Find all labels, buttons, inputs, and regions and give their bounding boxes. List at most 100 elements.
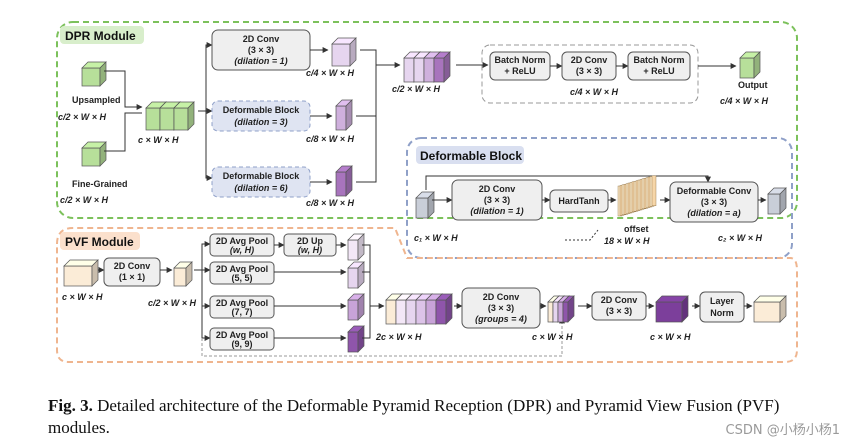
watermark: CSDN @小杨小杨1	[725, 423, 840, 438]
pvf-pool1-line1: 2D Avg Pool	[216, 236, 268, 246]
pvf-cat-dim: 2c × W × H	[375, 332, 422, 342]
pvf-pool2-block	[209, 261, 275, 285]
dpr-deform2-title: Deformable Block	[223, 171, 301, 181]
dpr-bn2-block	[627, 51, 691, 81]
fine-grained-cube	[81, 141, 107, 167]
branch3-dim: c/8 × W × H	[306, 198, 355, 208]
hardtanh-label: HardTanh	[558, 196, 599, 206]
deformable-conv-block	[669, 181, 759, 223]
pvf-conv1-block	[103, 257, 161, 287]
dpr-bn2-line2: + ReLU	[643, 66, 674, 76]
pvf-up-line1: 2D Up	[297, 236, 324, 246]
concat-dim: c × W × H	[138, 135, 179, 145]
dpr-deform1-title: Deformable Block	[223, 105, 301, 115]
dpr-concat-cube-purple	[403, 51, 451, 83]
dpr-module-title: DPR Module	[65, 29, 136, 43]
dpr-bn2-line1: Batch Norm	[633, 55, 684, 65]
pvf-input-cube	[63, 259, 99, 287]
pvf-pool1-line2: (w, H)	[230, 245, 254, 255]
deform-in-dim: c₁ × W × H	[414, 233, 458, 243]
figure-caption: Fig. 3. Detailed architecture of the Def…	[48, 395, 808, 439]
pvf-output-cube	[753, 295, 787, 323]
dpr-conv-chain-frame	[481, 44, 699, 104]
layer-norm-line1: Layer	[710, 296, 735, 306]
deform-title-bg	[416, 146, 524, 164]
pvf-conv1-kernel: (1 × 1)	[119, 272, 145, 282]
pvf-pool2-line2: (5, 5)	[231, 273, 252, 283]
pvf-module-title: PVF Module	[65, 235, 134, 249]
layer-norm-block	[699, 291, 745, 323]
offset-slab	[651, 175, 657, 207]
pvf-module-frame	[56, 227, 798, 363]
dpr-bn1-line2: + ReLU	[504, 66, 535, 76]
branch2-cube	[335, 99, 353, 131]
dpr-output-dim: c/4 × W × H	[720, 96, 769, 106]
pvf-pool3-block	[209, 295, 275, 319]
pvf-branch3-cube	[347, 293, 365, 321]
dpr-deform-block-2	[211, 166, 311, 198]
fine-grained-dim: c/2 × W × H	[60, 195, 109, 205]
deform-input-cube	[415, 191, 435, 219]
pvf-gconv-line2: (3 × 3)	[488, 303, 514, 313]
pvf-out3-cube	[655, 295, 689, 323]
pvf-conv3-line1: 2D Conv	[601, 295, 638, 305]
pvf-gconv-block	[461, 287, 541, 329]
deform-module-title: Deformable Block	[420, 149, 522, 163]
dpr-conv-title: 2D Conv	[243, 34, 280, 44]
dpr-deform-block-1	[211, 100, 311, 132]
pvf-gconv-line3: (groups = 4)	[475, 314, 527, 324]
pvf-title-bg	[60, 232, 140, 250]
branch3-cube	[335, 165, 353, 197]
pvf-pool3-line2: (7, 7)	[231, 307, 252, 317]
upsampled-label: Upsampled	[72, 95, 121, 105]
hardtanh-block	[549, 189, 609, 213]
deform-output-cube	[767, 187, 787, 215]
pvf-out3-dim: c × W × H	[650, 332, 691, 342]
pvf-pool4-line1: 2D Avg Pool	[216, 330, 268, 340]
caption-text: Detailed architecture of the Deformable …	[48, 396, 780, 437]
deform-conv-title: 2D Conv	[479, 184, 516, 194]
dpr-conv2-line1: 2D Conv	[571, 55, 608, 65]
branch1-cube	[331, 37, 357, 67]
pvf-conv3-line2: (3 × 3)	[606, 306, 632, 316]
pvf-conv1-title: 2D Conv	[114, 261, 151, 271]
pvf-pool4-line2: (9, 9)	[231, 339, 252, 349]
pvf-concat-cube	[385, 293, 453, 325]
pvf-branch2-cube	[347, 261, 365, 289]
dpr-deform2-dilation: (dilation = 6)	[234, 183, 287, 193]
pvf-branch4-cube	[347, 325, 365, 353]
dpr-output-cube	[739, 51, 761, 79]
pvf-pool3-line1: 2D Avg Pool	[216, 298, 268, 308]
pvf-up-line2: (w, H)	[298, 245, 322, 255]
dpr-conv-kernel: (3 × 3)	[248, 45, 274, 55]
pvf-pool4-block	[209, 327, 275, 351]
pvf-half-cube	[173, 261, 193, 287]
offset-feature-stack	[617, 175, 657, 217]
pvf-half-dim: c/2 × W × H	[148, 298, 197, 308]
offset-label: offset	[624, 224, 649, 234]
pvf-pool2-line1: 2D Avg Pool	[216, 264, 268, 274]
pvf-branch1-cube	[347, 233, 365, 261]
deform-conv-kernel: (3 × 3)	[484, 195, 510, 205]
concat-cube-green	[145, 101, 195, 131]
pvf-mid-cube	[547, 295, 575, 323]
dpr-title-bg	[60, 26, 144, 44]
dpr-deform1-dilation: (dilation = 3)	[234, 117, 287, 127]
architecture-diagram: DPR Module Deformable Block PVF Module U…	[56, 21, 798, 363]
deformable-conv-dilation: (dilation = a)	[687, 208, 740, 218]
layer-norm-line2: Norm	[710, 308, 734, 318]
branch2-dim: c/8 × W × H	[306, 134, 355, 144]
dpr-inner-dim: c/4 × W × H	[570, 87, 619, 97]
dpr-concat-dim: c/2 × W × H	[392, 84, 441, 94]
caption-label: Fig. 3.	[48, 396, 93, 415]
dpr-bn1-line1: Batch Norm	[494, 55, 545, 65]
deformable-conv-title: Deformable Conv	[677, 186, 752, 196]
upsampled-dim: c/2 × W × H	[58, 112, 107, 122]
pvf-mid-dim: c × W × H	[532, 332, 573, 342]
deform-conv-dilation: (dilation = 1)	[470, 206, 523, 216]
dpr-output-label: Output	[738, 80, 768, 90]
pvf-gconv-line1: 2D Conv	[483, 292, 520, 302]
upsampled-cube	[81, 61, 107, 87]
branch1-dim: c/4 × W × H	[306, 68, 355, 78]
pvf-in-dim: c × W × H	[62, 292, 103, 302]
